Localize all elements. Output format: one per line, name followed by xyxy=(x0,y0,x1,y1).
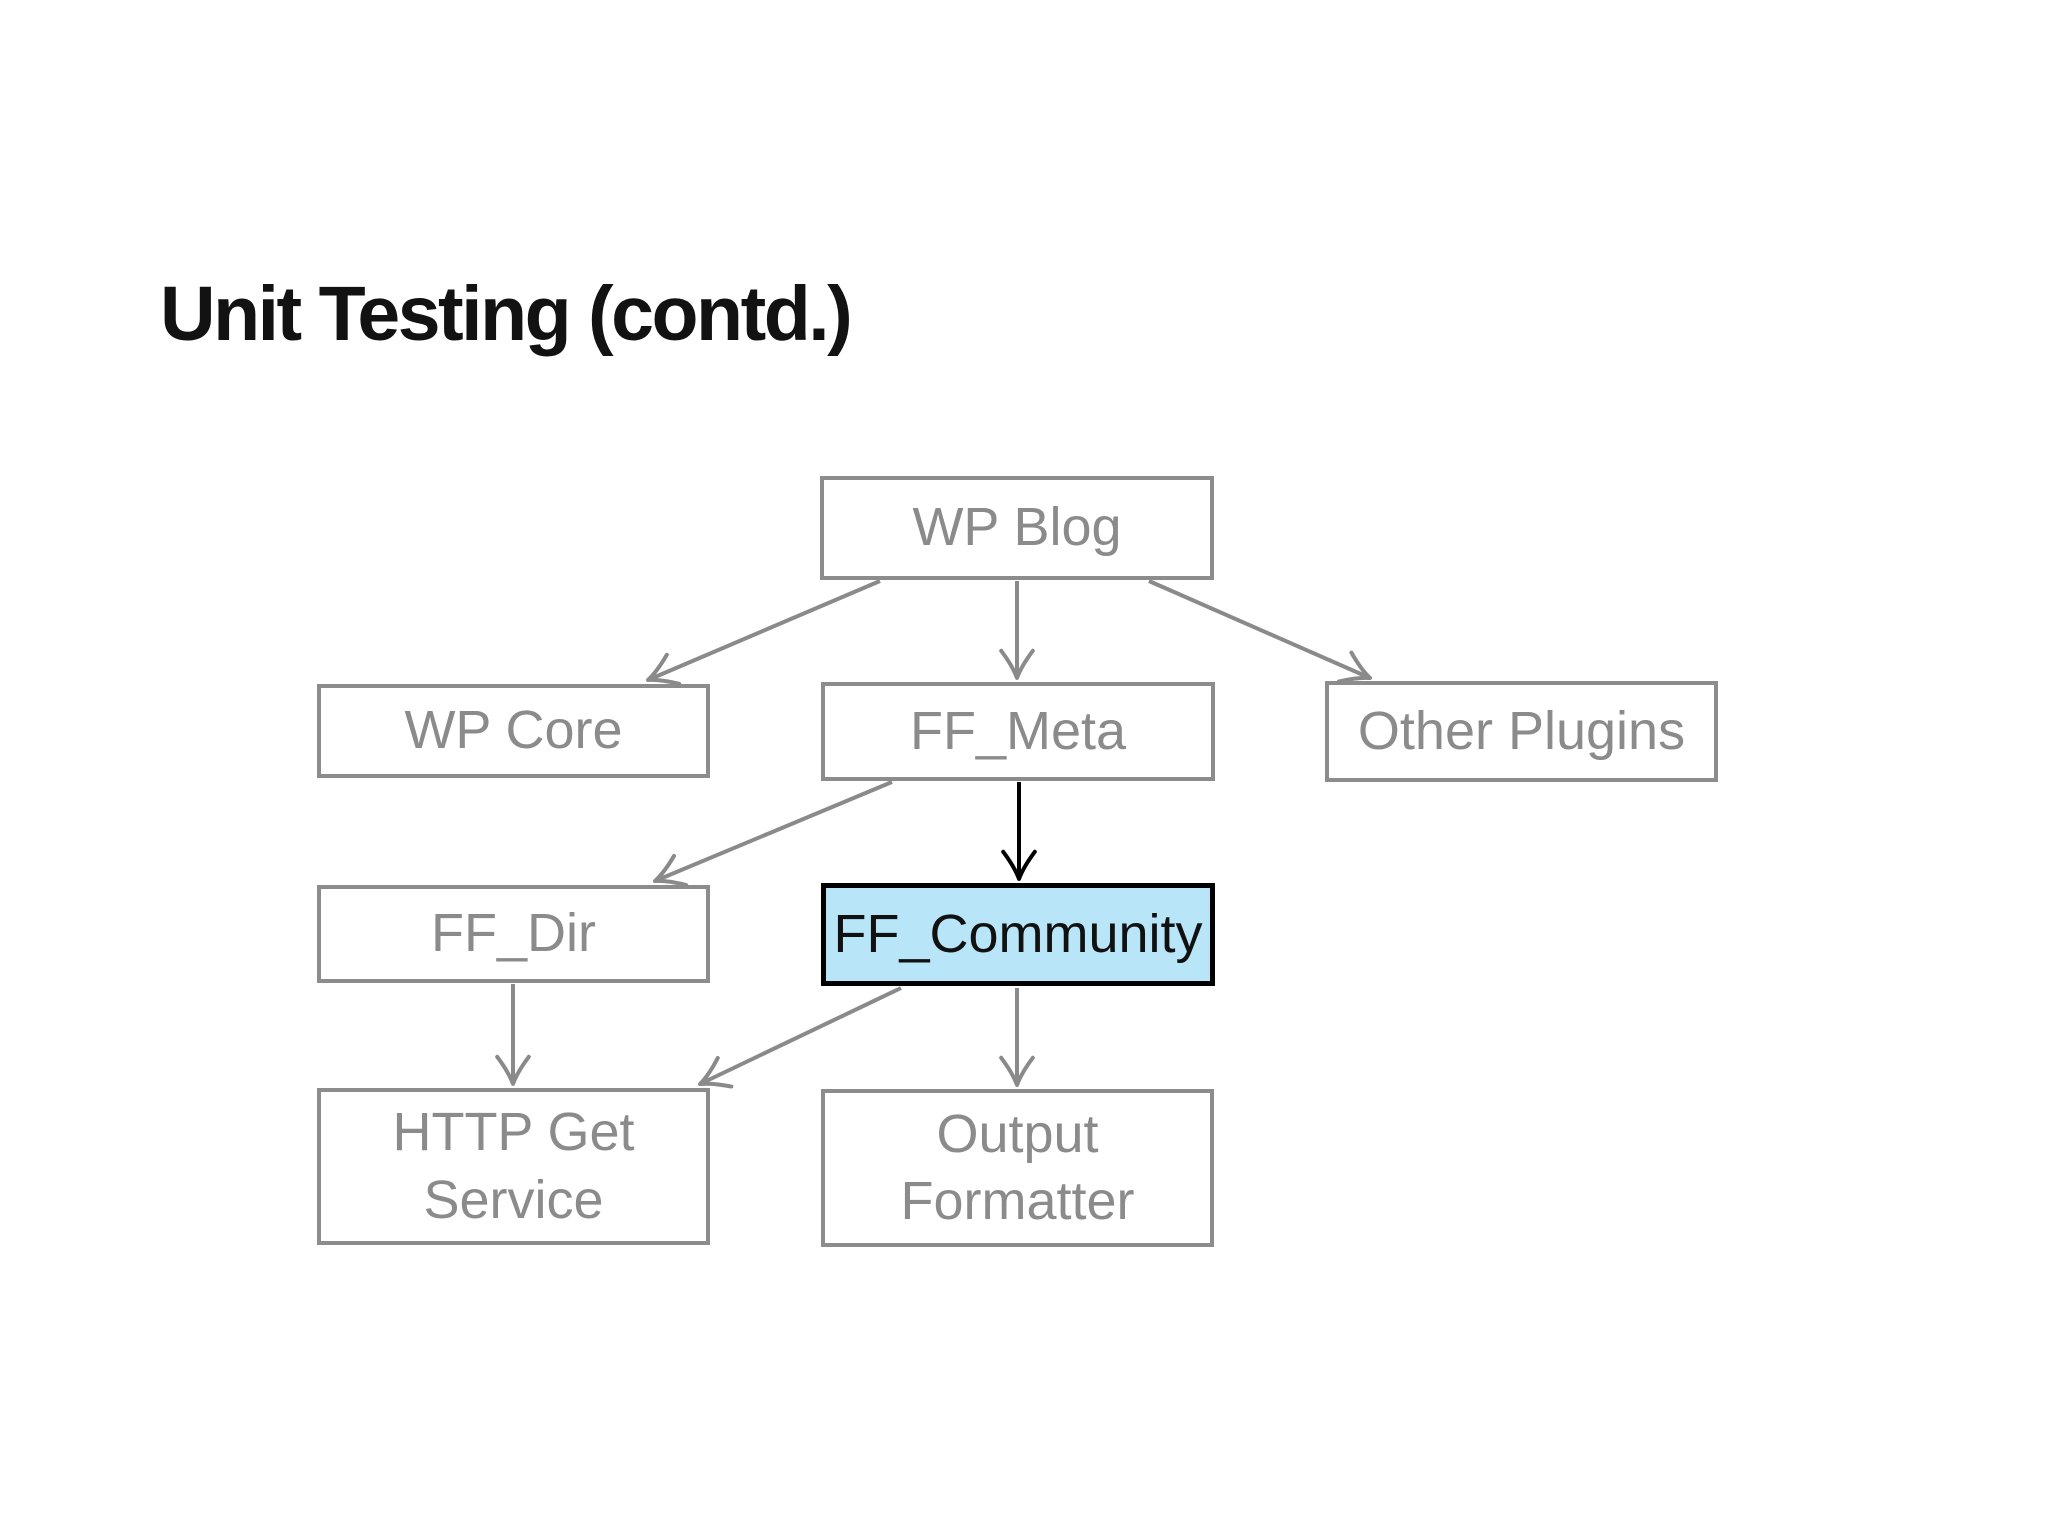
diagram-node-output-formatter: Output Formatter xyxy=(821,1089,1214,1247)
node-label: WP Blog xyxy=(912,497,1122,558)
diagram-node-ff-dir: FF_Dir xyxy=(317,885,710,983)
diagram-node-wp-core: WP Core xyxy=(317,684,710,778)
diagram-node-wp-blog: WP Blog xyxy=(820,476,1214,580)
node-label: Output Formatter xyxy=(900,1103,1135,1232)
node-label: FF_Community xyxy=(833,903,1203,964)
node-label: WP Core xyxy=(404,700,623,761)
diagram-node-http-get-service: HTTP Get Service xyxy=(317,1088,710,1245)
node-label: HTTP Get Service xyxy=(392,1102,635,1230)
node-label: FF_Meta xyxy=(909,700,1127,761)
diagram-node-ff-community: FF_Community xyxy=(821,883,1215,986)
node-label: Other Plugins xyxy=(1357,700,1686,761)
slide-title: Unit Testing (contd.) xyxy=(160,271,853,357)
diagram-node-ff-meta: FF_Meta xyxy=(821,682,1215,781)
diagram-node-other-plugins: Other Plugins xyxy=(1325,681,1718,782)
node-label: FF_Dir xyxy=(431,903,596,964)
